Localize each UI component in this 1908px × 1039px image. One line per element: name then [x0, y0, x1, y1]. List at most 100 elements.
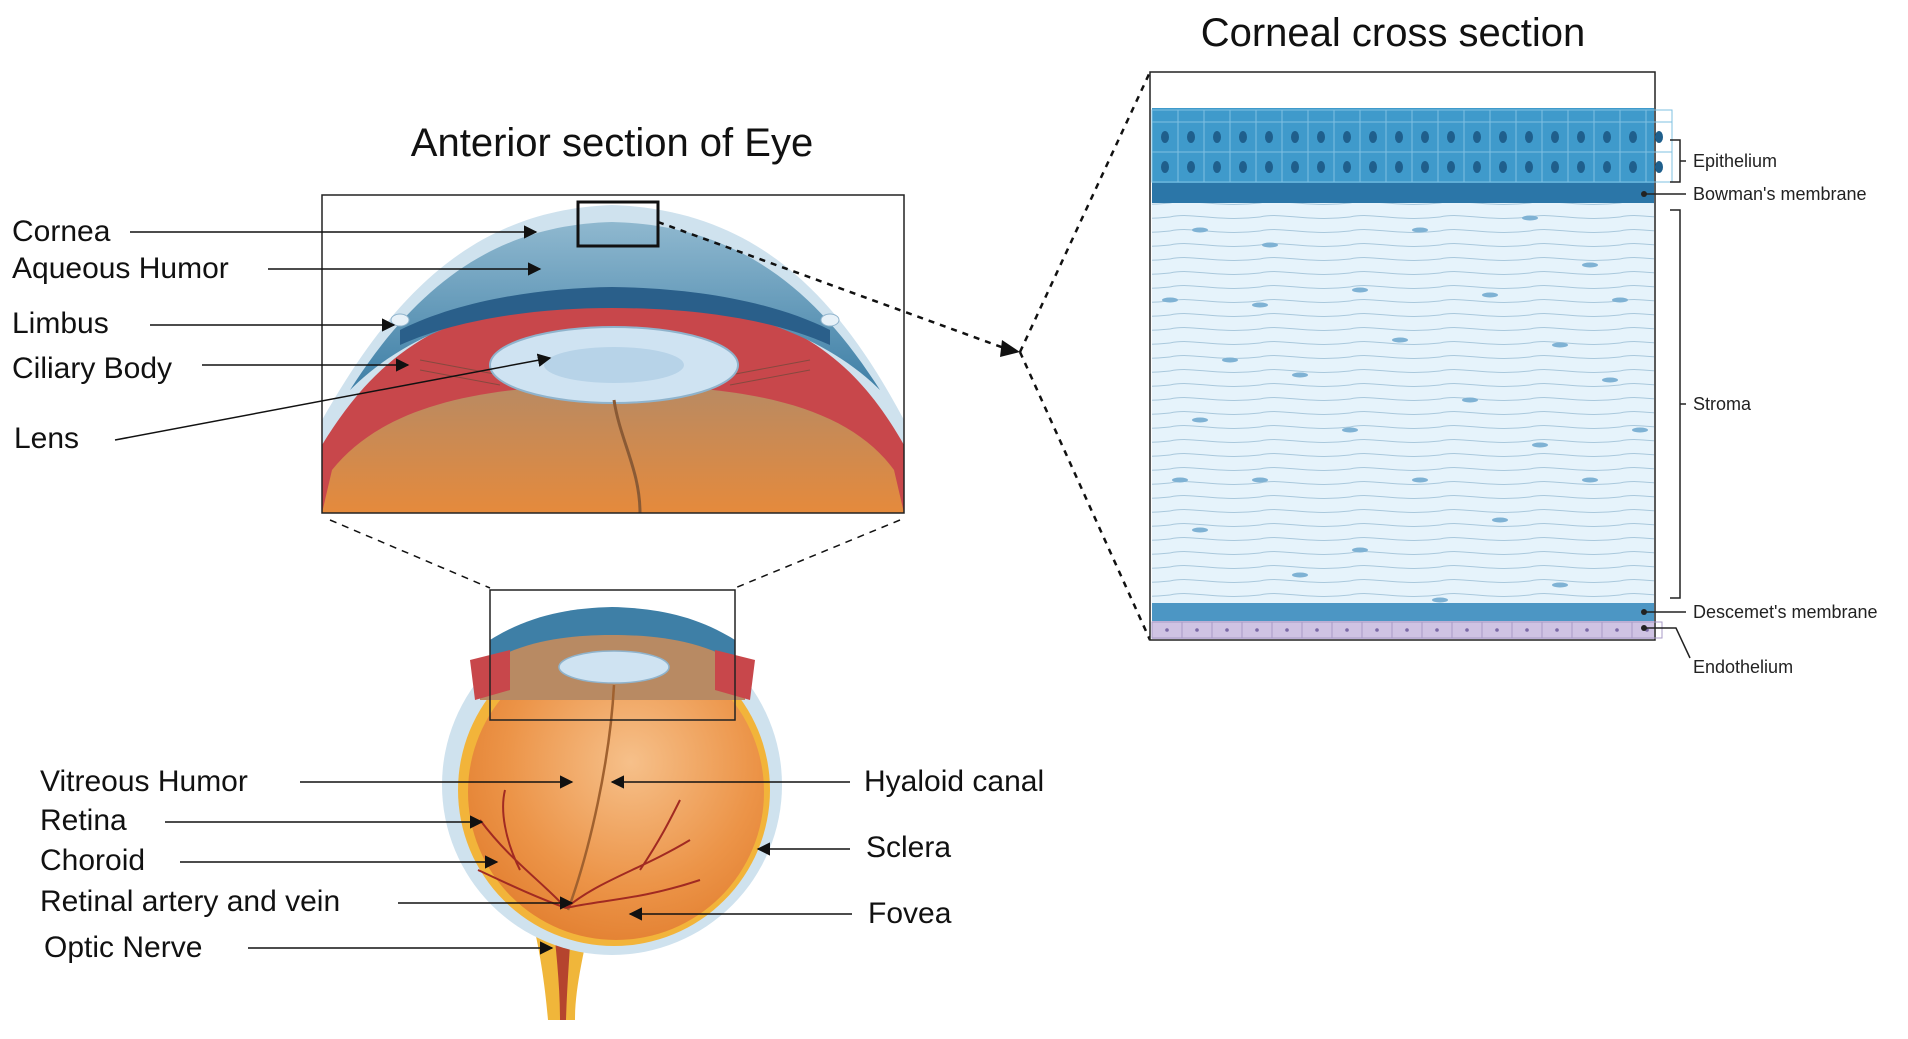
endothelium-layer [1152, 621, 1654, 639]
keratocyte [1432, 597, 1448, 603]
keratocyte [1612, 297, 1628, 303]
endothelial-nucleus [1195, 628, 1199, 632]
keratocyte [1492, 517, 1508, 523]
cell-nucleus [1655, 161, 1663, 173]
cell-nucleus [1343, 131, 1351, 143]
anterior-section-title: Anterior section of Eye [411, 121, 813, 165]
cell-nucleus [1213, 131, 1221, 143]
cell-nucleus [1265, 131, 1273, 143]
cell-nucleus [1447, 161, 1455, 173]
keratocyte [1532, 442, 1548, 448]
stroma-label: Stroma [1693, 394, 1752, 414]
eye-labels-right: Hyaloid canal Sclera Fovea [610, 765, 1044, 930]
zoom-arrowhead [1000, 340, 1020, 357]
endothelial-nucleus [1465, 628, 1469, 632]
keratocyte [1482, 292, 1498, 298]
keratocytes [1162, 215, 1648, 603]
descemets-membrane-layer [1152, 603, 1654, 621]
descemets-membrane-label: Descemet's membrane [1693, 602, 1878, 622]
retina-label: Retina [40, 804, 127, 837]
keratocyte [1352, 547, 1368, 553]
keratocyte [1252, 477, 1268, 483]
cell-nucleus [1421, 131, 1429, 143]
cell-nucleus [1421, 161, 1429, 173]
cell-nucleus [1213, 161, 1221, 173]
keratocyte [1162, 297, 1178, 303]
keratocyte [1462, 397, 1478, 403]
cell-nucleus [1291, 161, 1299, 173]
cornea-label: Cornea [12, 215, 111, 248]
endothelium-cells [1151, 621, 1663, 639]
ciliary-body-label: Ciliary Body [12, 352, 172, 385]
endothelial-nucleus [1615, 628, 1619, 632]
eye-labels-left: Vitreous Humor Retina Choroid Retinal ar… [40, 765, 574, 964]
cell-nucleus [1525, 161, 1533, 173]
cell-nucleus [1629, 131, 1637, 143]
epithelial-cell [1645, 151, 1673, 183]
keratocyte [1522, 215, 1538, 221]
epithelium-cells [1151, 109, 1673, 183]
keratocyte [1292, 372, 1308, 378]
keratocyte [1412, 227, 1428, 233]
keratocyte [1262, 242, 1278, 248]
cell-nucleus [1473, 161, 1481, 173]
cell-nucleus [1369, 161, 1377, 173]
cell-nucleus [1603, 131, 1611, 143]
aqueous-humor-label: Aqueous Humor [12, 252, 229, 285]
cell-nucleus [1525, 131, 1533, 143]
endothelium-label: Endothelium [1693, 657, 1793, 677]
hyaloid-canal-label: Hyaloid canal [864, 765, 1044, 798]
endothelial-nucleus [1315, 628, 1319, 632]
endothelial-nucleus [1255, 628, 1259, 632]
keratocyte [1252, 302, 1268, 308]
cell-nucleus [1187, 161, 1195, 173]
endothelial-nucleus [1345, 628, 1349, 632]
cell-nucleus [1395, 161, 1403, 173]
epithelium-label: Epithelium [1693, 151, 1777, 171]
cell-nucleus [1447, 131, 1455, 143]
choroid-label: Choroid [40, 844, 145, 877]
sclera-label: Sclera [866, 831, 951, 864]
cell-nucleus [1395, 131, 1403, 143]
endothelial-nucleus [1375, 628, 1379, 632]
endothelial-nucleus [1525, 628, 1529, 632]
cell-nucleus [1551, 161, 1559, 173]
bowmans-membrane-label: Bowman's membrane [1693, 184, 1867, 204]
cell-nucleus [1291, 131, 1299, 143]
endothelial-nucleus [1495, 628, 1499, 632]
endothelial-nucleus [1435, 628, 1439, 632]
cornea-layer-labels: Epithelium Bowman's membrane Stroma Desc… [1641, 139, 1878, 677]
cell-nucleus [1317, 131, 1325, 143]
whole-eye-illustration [442, 589, 782, 1020]
cell-nucleus [1317, 161, 1325, 173]
keratocyte [1552, 342, 1568, 348]
corneal-cross-section [1149, 71, 1673, 641]
endothelial-nucleus [1555, 628, 1559, 632]
cell-nucleus [1161, 131, 1169, 143]
endothelial-nucleus [1165, 628, 1169, 632]
cell-nucleus [1161, 161, 1169, 173]
cell-nucleus [1343, 161, 1351, 173]
endothelial-cell [1631, 621, 1663, 639]
keratocyte [1342, 427, 1358, 433]
bowmans-membrane-layer [1152, 183, 1654, 203]
cell-nucleus [1187, 131, 1195, 143]
keratocyte [1602, 377, 1618, 383]
cell-nucleus [1577, 161, 1585, 173]
keratocyte [1392, 337, 1408, 343]
cell-nucleus [1265, 161, 1273, 173]
cell-nucleus [1369, 131, 1377, 143]
cell-nucleus [1499, 161, 1507, 173]
keratocyte [1192, 417, 1208, 423]
cell-nucleus [1603, 161, 1611, 173]
zoom-connector-cornea [657, 71, 1152, 641]
cell-nucleus [1577, 131, 1585, 143]
keratocyte [1292, 572, 1308, 578]
endothelial-nucleus [1405, 628, 1409, 632]
cell-nucleus [1629, 161, 1637, 173]
endothelial-nucleus [1225, 628, 1229, 632]
keratocyte [1582, 262, 1598, 268]
anterior-section-illustration [321, 194, 905, 514]
